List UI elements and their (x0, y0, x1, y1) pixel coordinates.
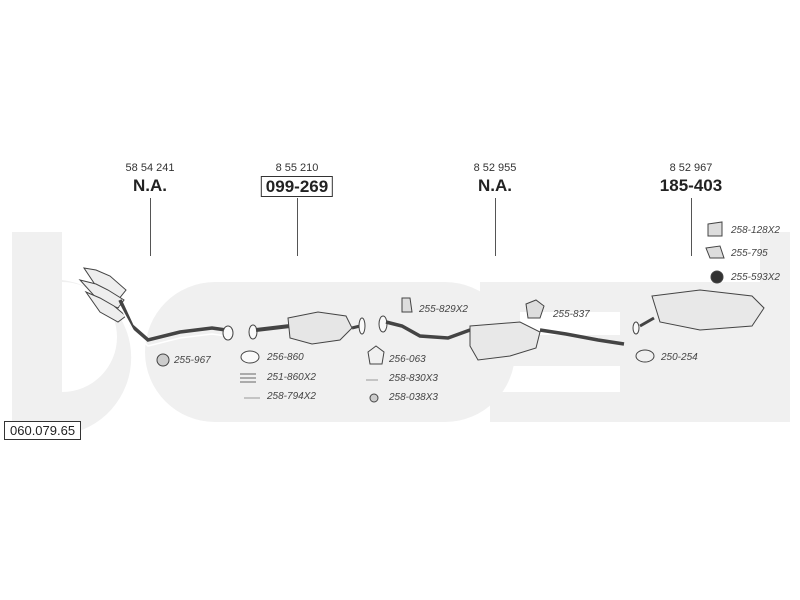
leader-line (297, 198, 298, 256)
clamp-ring-icon (635, 349, 655, 363)
part-code-front-pipe: N.A. (133, 176, 167, 195)
spring-icon (240, 373, 256, 383)
part-code-catalyst[interactable]: 099-269 (260, 176, 334, 197)
part-code-rear-silencer[interactable]: 185-403 (659, 176, 723, 195)
part-label: 255-593X2 (731, 272, 780, 283)
part-code-middle-silencer: N.A. (478, 176, 512, 195)
leader-line (691, 198, 692, 256)
oe-number-rear-silencer: 8 52 967 (669, 162, 713, 174)
part-label: 251-860X2 (267, 372, 316, 383)
flange-gasket-icon (367, 345, 385, 365)
rear-silencer-drawing (632, 289, 765, 335)
rubber-ring-icon (710, 270, 724, 284)
oe-number-catalyst: 8 55 210 (275, 162, 319, 174)
part-label: 256-063 (389, 354, 426, 365)
diagram-code: 060.079.65 (4, 421, 82, 440)
front-pipe-drawing (78, 267, 234, 347)
leader-line (495, 198, 496, 256)
part-label: 255-829X2 (419, 304, 468, 315)
part-label: 258-038X3 (389, 392, 438, 403)
gasket-icon (240, 350, 260, 364)
part-label: 258-128X2 (731, 225, 780, 236)
part-label: 255-795 (731, 248, 768, 259)
part-label: 255-967 (174, 355, 211, 366)
nut-icon (369, 393, 379, 403)
part-label: 255-837 (553, 309, 590, 320)
rubber-mount-icon (156, 353, 170, 367)
clamp-icon (401, 297, 413, 313)
middle-silencer-drawing (378, 315, 625, 361)
part-label: 250-254 (661, 352, 698, 363)
oe-number-front-pipe: 58 54 241 (125, 162, 175, 174)
clamp-icon (525, 299, 545, 319)
catalyst-drawing (248, 311, 366, 345)
part-label: 256-860 (267, 352, 304, 363)
oe-number-middle-silencer: 8 52 955 (473, 162, 517, 174)
mount-icon (705, 245, 725, 259)
part-label: 258-794X2 (267, 391, 316, 402)
bracket-icon (707, 221, 723, 237)
leader-line (150, 198, 151, 256)
part-label: 258-830X3 (389, 373, 438, 384)
